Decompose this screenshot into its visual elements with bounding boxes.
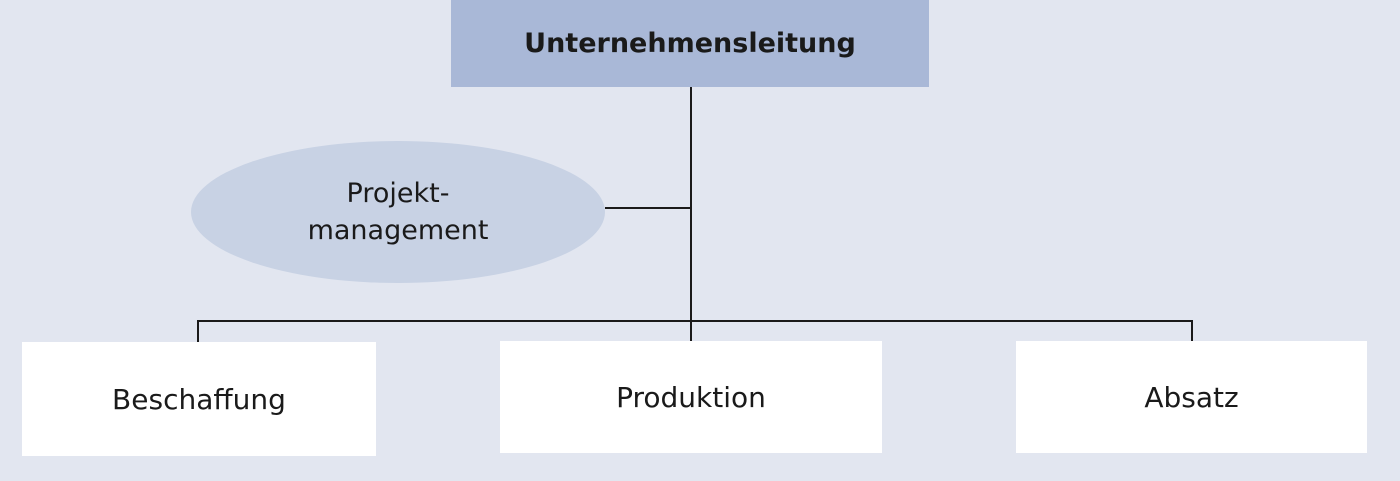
project-management-ellipse: Projekt- management [191, 141, 605, 283]
department-label: Absatz [1144, 380, 1239, 414]
project-management-label-line2: management [307, 215, 489, 246]
top-management-box: Unternehmensleitung [451, 0, 929, 87]
department-label: Beschaffung [112, 382, 286, 416]
top-management-label: Unternehmensleitung [524, 28, 856, 59]
department-box-beschaffung: Beschaffung [22, 342, 376, 456]
department-label: Produktion [616, 380, 766, 414]
department-box-produktion: Produktion [500, 341, 882, 453]
project-management-label-line1: Projekt- [346, 178, 450, 209]
department-box-absatz: Absatz [1016, 341, 1367, 453]
